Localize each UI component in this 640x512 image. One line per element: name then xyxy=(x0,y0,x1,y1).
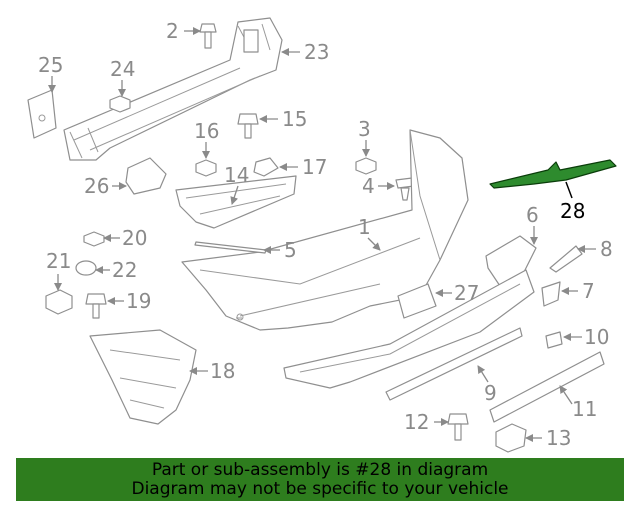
leader-1 xyxy=(367,237,381,251)
banner-line-2: Diagram may not be specific to your vehi… xyxy=(131,479,509,499)
callout-22: 22 xyxy=(112,258,137,282)
leader-28 xyxy=(565,181,573,199)
callout-7: 7 xyxy=(582,279,595,303)
part-22-grommet[interactable] xyxy=(75,260,97,276)
callout-15: 15 xyxy=(282,107,307,131)
part-21-block[interactable] xyxy=(45,289,73,315)
part-4-push-clip[interactable] xyxy=(395,177,415,201)
part-16-nut[interactable] xyxy=(195,159,217,177)
banner-line-1: Part or sub-assembly is #28 in diagram xyxy=(151,460,489,480)
part-2-bolt[interactable] xyxy=(199,23,217,49)
callout-4: 4 xyxy=(362,174,375,198)
leader-14 xyxy=(230,185,239,205)
callout-18: 18 xyxy=(210,359,235,383)
part-13-block[interactable] xyxy=(495,423,527,453)
part-23-bumper-carrier[interactable] xyxy=(63,17,283,161)
callout-17: 17 xyxy=(302,155,327,179)
leader-9 xyxy=(477,365,489,383)
part-27-plate[interactable] xyxy=(397,283,437,319)
part-7-clip[interactable] xyxy=(541,281,561,307)
callout-12: 12 xyxy=(404,410,429,434)
callout-19: 19 xyxy=(126,289,151,313)
callout-5: 5 xyxy=(284,238,297,262)
part-28-highlighted-trim[interactable] xyxy=(489,159,617,189)
callout-24: 24 xyxy=(110,57,135,81)
callout-14: 14 xyxy=(224,163,249,187)
part-26-bracket[interactable] xyxy=(125,157,167,195)
part-11-side-trim[interactable] xyxy=(489,351,605,423)
part-1-bumper-cover[interactable] xyxy=(181,129,469,331)
callout-20: 20 xyxy=(122,226,147,250)
part-20-nut[interactable] xyxy=(83,231,105,247)
part-18-bracket-assembly[interactable] xyxy=(89,329,197,425)
callout-2: 2 xyxy=(166,19,179,43)
leader-11 xyxy=(559,385,573,405)
part-10-clip[interactable] xyxy=(545,331,563,349)
part-17-clip[interactable] xyxy=(253,157,279,177)
part-25-bracket[interactable] xyxy=(27,89,57,139)
part-24-nut[interactable] xyxy=(109,95,131,113)
callout-11: 11 xyxy=(572,397,597,421)
callout-28: 28 xyxy=(560,199,585,223)
part-9-lower-trim[interactable] xyxy=(283,269,535,401)
part-3-nut[interactable] xyxy=(355,157,377,175)
callout-26: 26 xyxy=(84,174,109,198)
callout-25: 25 xyxy=(38,53,63,77)
info-banner: Part or sub-assembly is #28 in diagram D… xyxy=(16,458,624,501)
callout-8: 8 xyxy=(600,237,613,261)
callout-16: 16 xyxy=(194,119,219,143)
callout-6: 6 xyxy=(526,203,539,227)
callout-21: 21 xyxy=(46,249,71,273)
part-19-bolt[interactable] xyxy=(85,293,107,319)
part-8-clip[interactable] xyxy=(549,245,583,273)
callout-27: 27 xyxy=(454,281,479,305)
callout-10: 10 xyxy=(584,325,609,349)
callout-23: 23 xyxy=(304,40,329,64)
leader-lines xyxy=(48,27,596,442)
part-12-bolt[interactable] xyxy=(447,413,469,441)
callout-labels: 2 23 25 24 15 16 3 17 26 4 14 1 5 6 8 7 … xyxy=(38,19,613,450)
callout-9: 9 xyxy=(484,381,497,405)
callout-3: 3 xyxy=(358,117,371,141)
part-5-strip[interactable] xyxy=(194,241,267,254)
callout-13: 13 xyxy=(546,426,571,450)
part-15-bolt[interactable] xyxy=(237,113,259,139)
callout-1: 1 xyxy=(358,215,371,239)
